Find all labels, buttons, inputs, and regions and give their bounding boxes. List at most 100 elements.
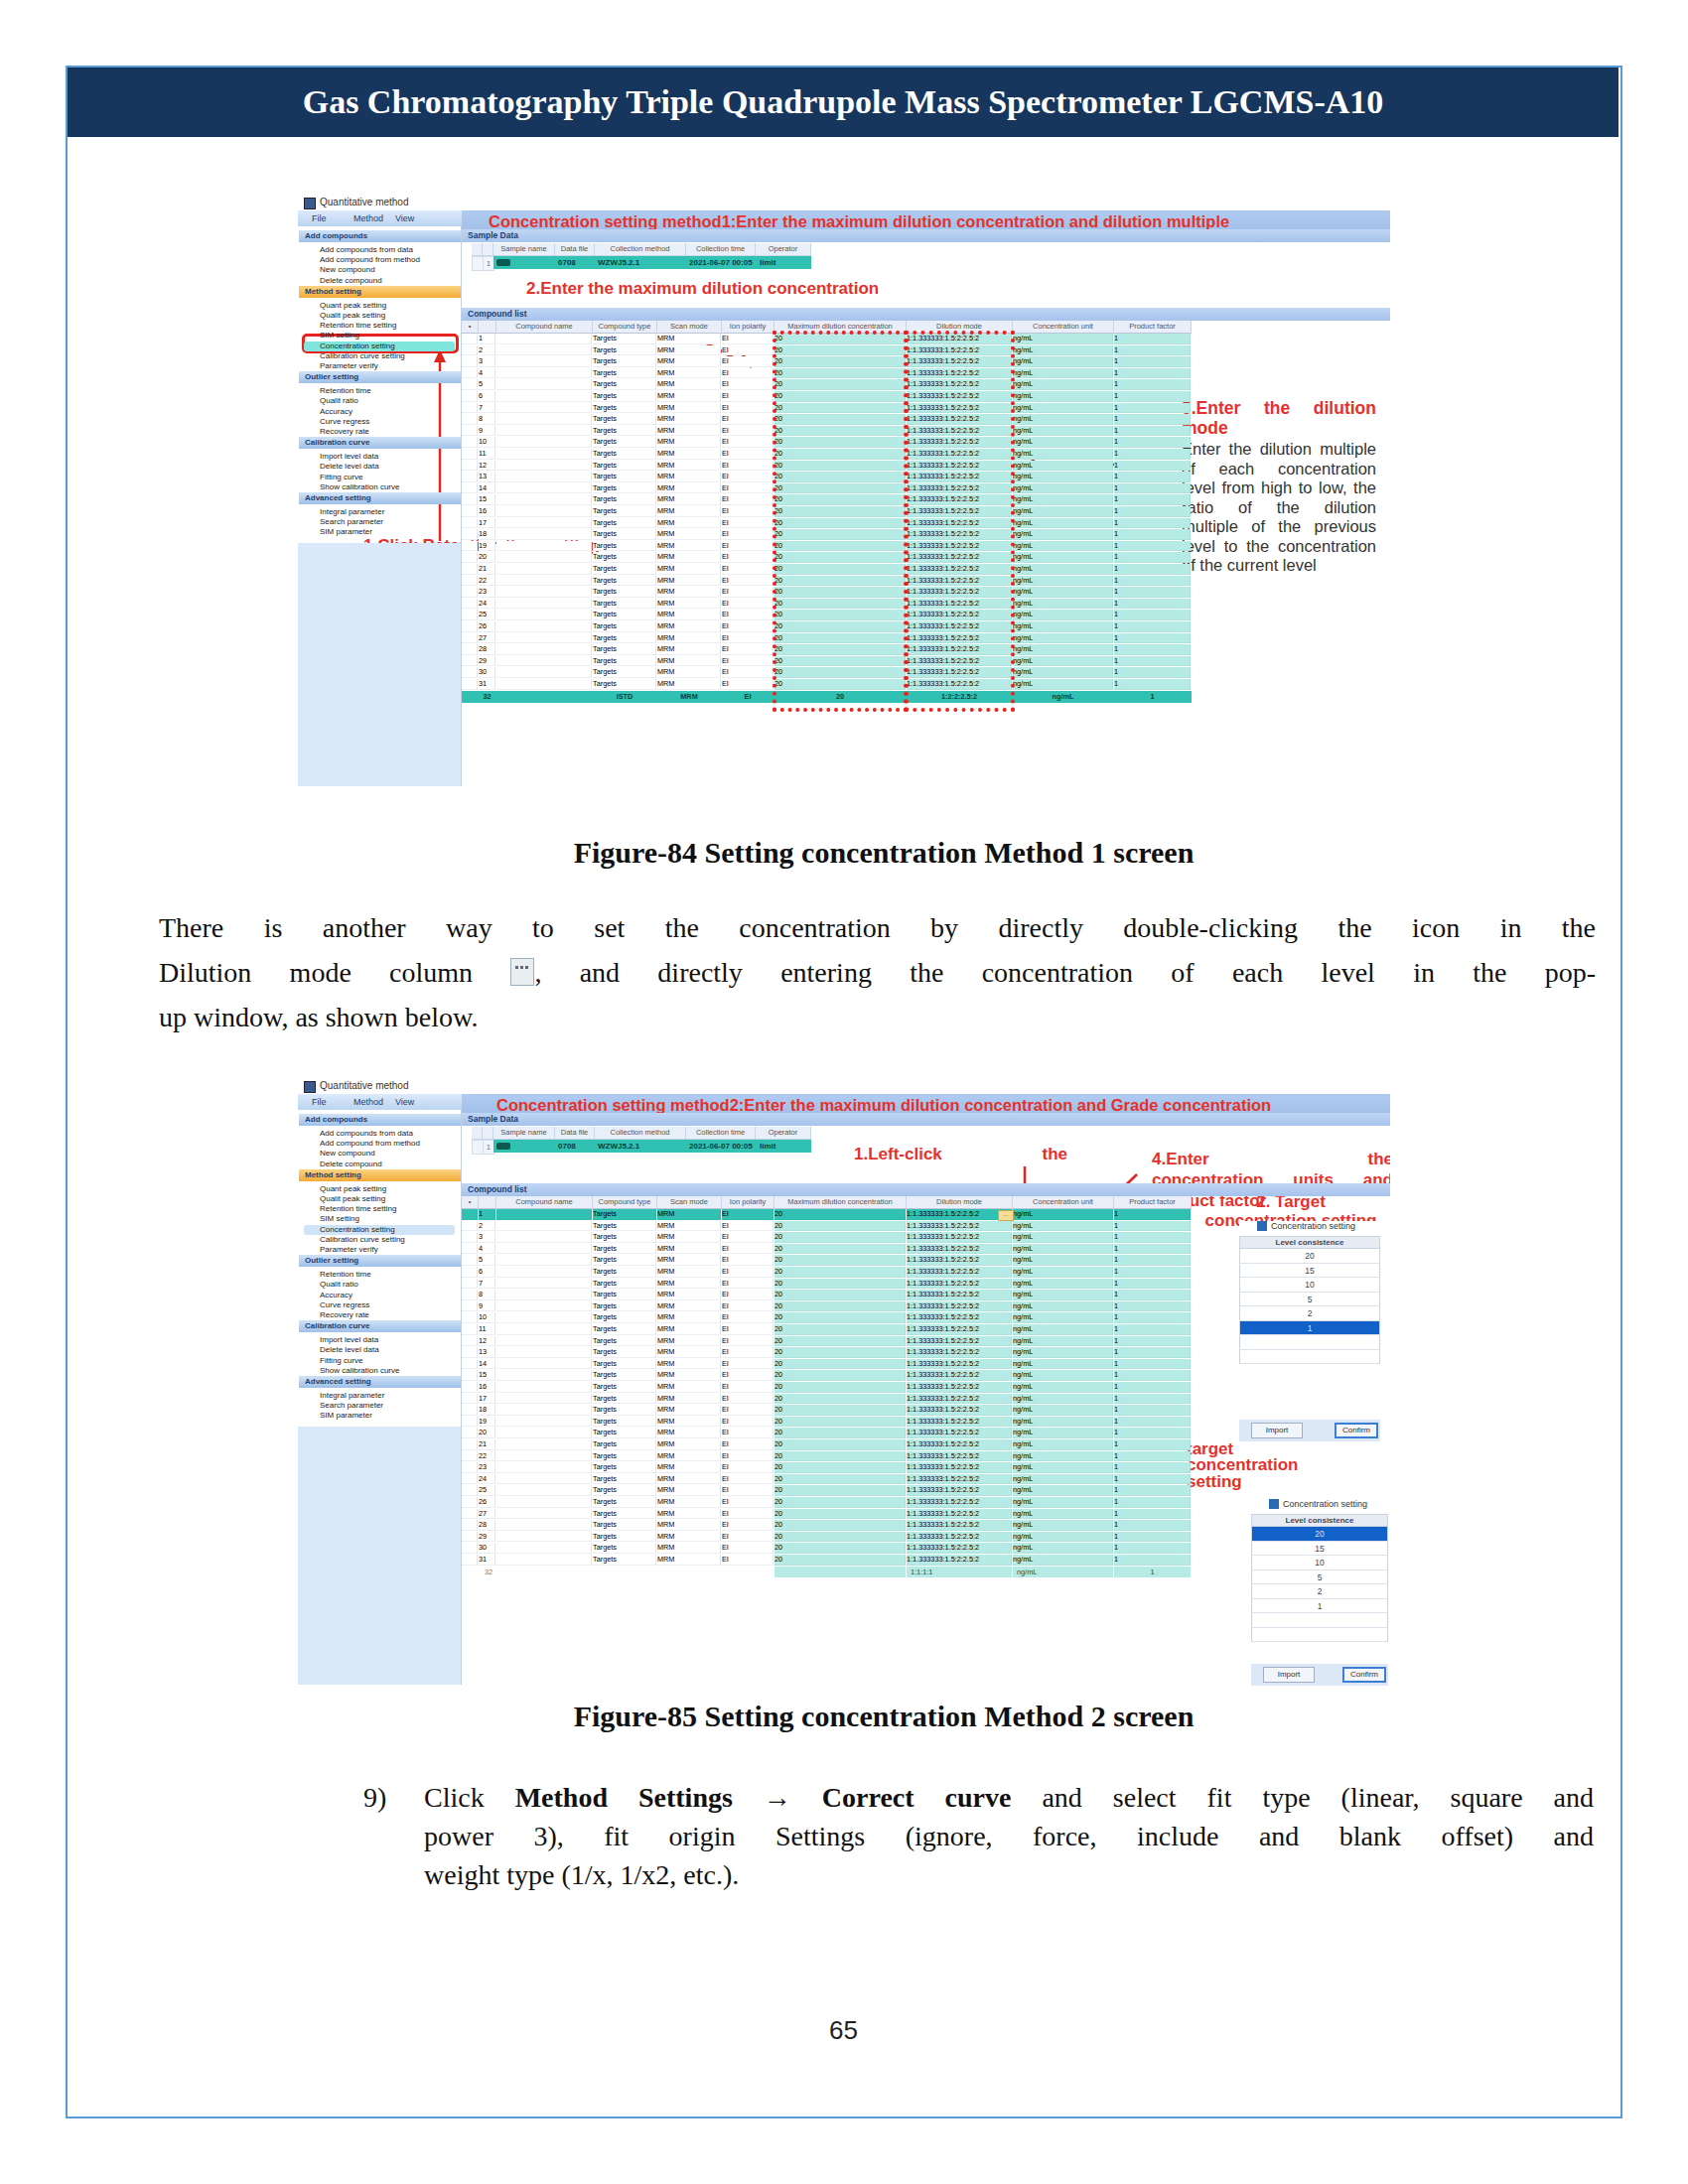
sidebar-item-sim-parameter[interactable]: SIM parameter <box>304 527 455 537</box>
sidebar-item-recovery-rate[interactable]: Recovery rate <box>304 1310 455 1320</box>
popup-row-selected[interactable]: 20 <box>1251 1527 1388 1542</box>
table-row[interactable]: 21TargetsMRMEI201:1.333333:1.5:2:2.5:2ng… <box>462 1439 1192 1451</box>
popup-row[interactable]: 1 <box>1251 1599 1388 1614</box>
table-row[interactable]: 23TargetsMRMEI201:1.333333:1.5:2:2.5:2ng… <box>462 1462 1192 1474</box>
table-row[interactable]: 3TargetsMRMEI201:1.333333:1.5:2:2.5:2ng/… <box>462 1232 1192 1244</box>
menu-view[interactable]: View <box>395 1097 414 1107</box>
import-button[interactable]: Import <box>1251 1423 1303 1438</box>
menu-method[interactable]: Method <box>353 1097 383 1107</box>
sidebar-item-add-compound-from-method[interactable]: Add compound from method <box>304 1139 455 1149</box>
popup-row[interactable] <box>1239 1335 1380 1350</box>
table-row[interactable]: 25TargetsMRMEI201:1.333333:1.5:2:2.5:2ng… <box>462 1485 1192 1497</box>
table-row[interactable]: 29TargetsMRMEI201:1.333333:1.5:2:2.5:2ng… <box>462 1532 1192 1544</box>
confirm-button[interactable]: Confirm <box>1342 1667 1386 1683</box>
sidebar-item-fitting-curve[interactable]: Fitting curve <box>304 1356 455 1366</box>
sidebar-item-recovery-rate[interactable]: Recovery rate <box>304 427 455 437</box>
popup-row[interactable]: 10 <box>1239 1278 1380 1293</box>
popup-row-selected[interactable]: 1 <box>1239 1321 1380 1336</box>
sidebar-item-sim-setting[interactable]: SIM setting <box>304 1214 455 1224</box>
table-row[interactable]: 11TargetsMRMEI201:1.333333:1.5:2:2.5:2ng… <box>462 1324 1192 1336</box>
table-row[interactable]: 19TargetsMRMEI201:1.333333:1.5:2:2.5:2ng… <box>462 1417 1192 1429</box>
menu-file[interactable]: File <box>312 1097 327 1107</box>
sidebar-item-import-level-data[interactable]: Import level data <box>304 1335 455 1345</box>
sidebar-item-add-compounds-from-data[interactable]: Add compounds from data <box>304 245 455 255</box>
table-row[interactable]: 27TargetsMRMEI201:1.333333:1.5:2:2.5:2ng… <box>462 1509 1192 1521</box>
popup-row[interactable]: 10 <box>1251 1556 1388 1570</box>
sidebar-item-parameter-verify[interactable]: Parameter verify <box>304 1245 455 1255</box>
sidebar-item-retention-time[interactable]: Retention time <box>304 1270 455 1280</box>
popup-row[interactable] <box>1251 1628 1388 1643</box>
sidebar-item-add-compounds-from-data[interactable]: Add compounds from data <box>304 1129 455 1139</box>
menu-method[interactable]: Method <box>353 213 383 223</box>
sample-row[interactable]: 0708WZWJ5.2.12021-06-07 00:05limit <box>493 256 811 269</box>
table-row[interactable]: 14TargetsMRMEI201:1.333333:1.5:2:2.5:2ng… <box>462 1359 1192 1371</box>
sidebar-item-retention-time-setting[interactable]: Retention time setting <box>304 1204 455 1214</box>
popup-row[interactable]: 20 <box>1239 1249 1380 1264</box>
dots-button-icon[interactable]: ... <box>998 1210 1014 1221</box>
table-row-last[interactable]: 321:1:1:1ng/mL1 <box>462 1567 1192 1579</box>
confirm-button[interactable]: Confirm <box>1335 1423 1378 1438</box>
sidebar-item-search-parameter[interactable]: Search parameter <box>304 1401 455 1411</box>
table-row[interactable]: 10TargetsMRMEI201:1.333333:1.5:2:2.5:2ng… <box>462 1312 1192 1324</box>
sidebar-item-import-level-data[interactable]: Import level data <box>304 452 455 462</box>
sidebar-item-quant-peak-setting[interactable]: Quant peak setting <box>304 1184 455 1194</box>
popup-row[interactable]: 15 <box>1239 1264 1380 1279</box>
popup-row[interactable]: 2 <box>1239 1306 1380 1321</box>
table-row[interactable]: 1TargetsMRMEI201:1.333333:1.5:2:2.5:2ng/… <box>462 1209 1192 1221</box>
table-row[interactable]: 31TargetsMRMEI201:1.333333:1.5:2:2.5:2ng… <box>462 1555 1192 1567</box>
sidebar-item-show-calibration-curve[interactable]: Show calibration curve <box>304 482 455 492</box>
sidebar-item-integral-parameter[interactable]: Integral parameter <box>304 507 455 517</box>
sidebar-item-delete-compound[interactable]: Delete compound <box>304 1160 455 1169</box>
sidebar-item-search-parameter[interactable]: Search parameter <box>304 517 455 527</box>
sidebar-item-integral-parameter[interactable]: Integral parameter <box>304 1391 455 1401</box>
sidebar-item-accuracy[interactable]: Accuracy <box>304 1291 455 1300</box>
table-row[interactable]: 26TargetsMRMEI201:1.333333:1.5:2:2.5:2ng… <box>462 1497 1192 1509</box>
sidebar-item-qualit-peak-setting[interactable]: Qualit peak setting <box>304 311 455 321</box>
table-row[interactable]: 15TargetsMRMEI201:1.333333:1.5:2:2.5:2ng… <box>462 1370 1192 1382</box>
table-row[interactable]: 6TargetsMRMEI201:1.333333:1.5:2:2.5:2ng/… <box>462 1267 1192 1279</box>
sidebar-item-delete-level-data[interactable]: Delete level data <box>304 462 455 472</box>
popup-row[interactable] <box>1251 1613 1388 1628</box>
sidebar-item-add-compound-from-method[interactable]: Add compound from method <box>304 255 455 265</box>
sidebar-item-new-compound[interactable]: New compound <box>304 265 455 275</box>
sidebar-item-quant-peak-setting[interactable]: Quant peak setting <box>304 301 455 311</box>
table-row[interactable]: 8TargetsMRMEI201:1.333333:1.5:2:2.5:2ng/… <box>462 1290 1192 1301</box>
table-row[interactable]: 12TargetsMRMEI201:1.333333:1.5:2:2.5:2ng… <box>462 1336 1192 1348</box>
table-row[interactable]: 30TargetsMRMEI201:1.333333:1.5:2:2.5:2ng… <box>462 1543 1192 1555</box>
sidebar-item-qualit-ratio[interactable]: Qualit ratio <box>304 396 455 406</box>
menu-view[interactable]: View <box>395 213 414 223</box>
sample-row[interactable]: 0708WZWJ5.2.12021-06-07 00:05limit <box>493 1140 811 1153</box>
table-row[interactable]: 2TargetsMRMEI201:1.333333:1.5:2:2.5:2ng/… <box>462 1221 1192 1233</box>
table-row[interactable]: 5TargetsMRMEI201:1.333333:1.5:2:2.5:2ng/… <box>462 1255 1192 1267</box>
sidebar-item-show-calibration-curve[interactable]: Show calibration curve <box>304 1366 455 1376</box>
popup-row[interactable] <box>1239 1350 1380 1365</box>
sidebar-item-concentration-setting[interactable]: Concentration setting <box>304 341 455 351</box>
sidebar-item-new-compound[interactable]: New compound <box>304 1149 455 1159</box>
menu-file[interactable]: File <box>312 213 327 223</box>
sidebar-item-accuracy[interactable]: Accuracy <box>304 407 455 417</box>
sidebar-item-calibration-curve-setting[interactable]: Calibration curve setting <box>304 351 455 361</box>
sidebar-item-qualit-ratio[interactable]: Qualit ratio <box>304 1280 455 1290</box>
table-row[interactable]: 9TargetsMRMEI201:1.333333:1.5:2:2.5:2ng/… <box>462 1301 1192 1313</box>
table-row[interactable]: 16TargetsMRMEI201:1.333333:1.5:2:2.5:2ng… <box>462 1382 1192 1394</box>
sidebar-item-curve-regress[interactable]: Curve regress <box>304 1300 455 1310</box>
table-row[interactable]: 7TargetsMRMEI201:1.333333:1.5:2:2.5:2ng/… <box>462 1279 1192 1291</box>
sidebar-item-fitting-curve[interactable]: Fitting curve <box>304 473 455 482</box>
sidebar-item-retention-time-setting[interactable]: Retention time setting <box>304 321 455 331</box>
import-button[interactable]: Import <box>1263 1667 1315 1683</box>
popup-row[interactable]: 2 <box>1251 1584 1388 1599</box>
table-row[interactable]: 18TargetsMRMEI201:1.333333:1.5:2:2.5:2ng… <box>462 1405 1192 1417</box>
table-row[interactable]: 4TargetsMRMEI201:1.333333:1.5:2:2.5:2ng/… <box>462 1244 1192 1256</box>
popup-row[interactable]: 5 <box>1251 1570 1388 1585</box>
table-row[interactable]: 28TargetsMRMEI201:1.333333:1.5:2:2.5:2ng… <box>462 1520 1192 1532</box>
sidebar-item-curve-regress[interactable]: Curve regress <box>304 417 455 427</box>
sidebar-item-calibration-curve-setting[interactable]: Calibration curve setting <box>304 1235 455 1245</box>
sidebar-item-qualit-peak-setting[interactable]: Qualit peak setting <box>304 1194 455 1204</box>
table-row[interactable]: 13TargetsMRMEI201:1.333333:1.5:2:2.5:2ng… <box>462 1347 1192 1359</box>
sidebar-item-retention-time[interactable]: Retention time <box>304 386 455 396</box>
table-row[interactable]: 22TargetsMRMEI201:1.333333:1.5:2:2.5:2ng… <box>462 1451 1192 1463</box>
sidebar-item-delete-level-data[interactable]: Delete level data <box>304 1345 455 1355</box>
popup-row[interactable]: 15 <box>1251 1542 1388 1557</box>
table-row[interactable]: 20TargetsMRMEI201:1.333333:1.5:2:2.5:2ng… <box>462 1428 1192 1439</box>
sidebar-item-concentration-setting[interactable]: Concentration setting <box>304 1225 455 1235</box>
